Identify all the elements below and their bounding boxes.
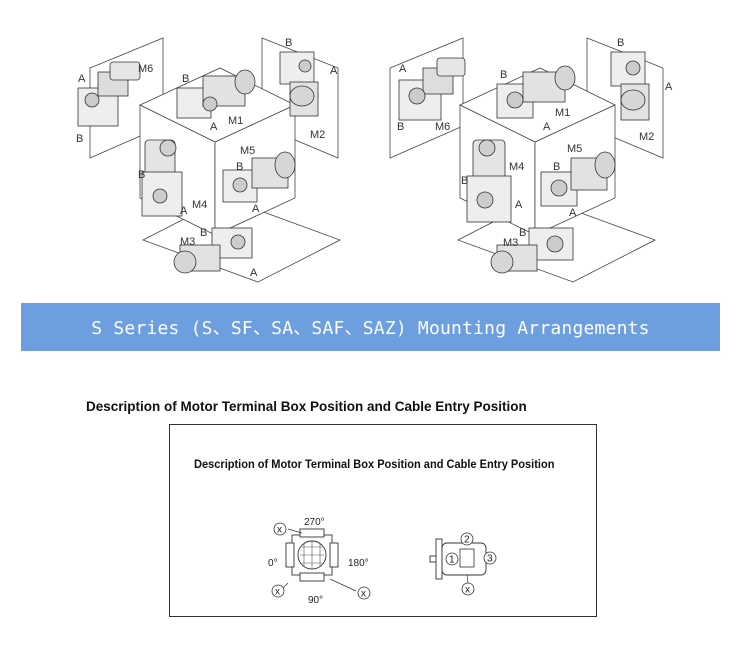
label-m3: M3 — [503, 237, 518, 249]
terminal-box-svg: x x x 270° 0° 180° 90° 1 2 — [268, 517, 497, 606]
label-a: A — [250, 267, 258, 279]
gearmotor-m2 — [610, 51, 650, 121]
label-a: A — [252, 203, 260, 215]
angle-label-90: 90° — [308, 595, 323, 606]
angle-label-270: 270° — [304, 517, 325, 528]
label-m5: M5 — [240, 145, 255, 157]
label-m5: M5 — [567, 143, 582, 155]
angle-label-0: 0° — [268, 558, 278, 569]
label-b: B — [138, 169, 145, 181]
entry-position-1: 1 — [445, 552, 459, 566]
label-b: B — [200, 227, 207, 239]
svg-text:3: 3 — [487, 554, 493, 565]
entry-position-2: 2 — [460, 532, 474, 546]
mounting-diagram-left: M6 A B B M1 A B A M2 M5 B A B M4 A B M3 … — [40, 0, 370, 295]
gearmotor-m5 — [540, 151, 616, 207]
section-title: Description of Motor Terminal Box Positi… — [86, 399, 527, 414]
mounting-diagram-right-svg: A B M6 B M1 A B A M2 M5 B A M4 B A B M3 — [389, 37, 673, 283]
svg-text:x: x — [465, 585, 470, 596]
gearmotor-m6 — [398, 57, 466, 121]
svg-text:1: 1 — [449, 555, 455, 566]
gearmotor-m1 — [176, 69, 256, 119]
label-m1: M1 — [555, 107, 570, 119]
label-m4: M4 — [192, 199, 207, 211]
svg-text:2: 2 — [464, 535, 470, 546]
terminal-orientation-diagram — [281, 528, 357, 592]
mounting-diagram-left-svg: M6 A B B M1 A B A M2 M5 B A B M4 A B M3 … — [76, 37, 341, 283]
terminal-box-figure: Description of Motor Terminal Box Positi… — [169, 424, 597, 617]
label-m2: M2 — [310, 129, 325, 141]
gearmotor-m3 — [173, 227, 253, 274]
label-a: A — [330, 65, 338, 77]
cable-entry-marker: x — [461, 582, 475, 596]
label-b: B — [553, 161, 560, 173]
label-a: A — [78, 73, 86, 85]
label-a: A — [569, 207, 577, 219]
cable-entry-marker: x — [271, 584, 285, 598]
label-b: B — [461, 175, 468, 187]
svg-text:x: x — [361, 589, 366, 600]
label-a: A — [210, 121, 218, 133]
label-m2: M2 — [639, 131, 654, 143]
angle-label-180: 180° — [348, 558, 369, 569]
label-b: B — [397, 121, 404, 133]
gearmotor-m5 — [222, 151, 296, 203]
gearmotor-m4 — [141, 139, 183, 217]
label-b: B — [182, 73, 189, 85]
label-b: B — [519, 227, 526, 239]
gearmotor-m4 — [466, 139, 512, 223]
gearmotor-m6 — [77, 61, 141, 127]
label-a: A — [665, 81, 673, 93]
terminal-box-title: Description of Motor Terminal Box Positi… — [194, 457, 555, 471]
banner-text: S Series (S、SF、SA、SAF、SAZ) Mounting Arra… — [91, 318, 650, 339]
gearmotor-m1 — [496, 65, 576, 119]
entry-position-3: 3 — [483, 551, 497, 565]
svg-text:x: x — [275, 587, 280, 598]
gearmotor-m3 — [490, 227, 574, 274]
label-m6: M6 — [435, 121, 450, 133]
label-b: B — [76, 133, 83, 145]
label-m1: M1 — [228, 115, 243, 127]
label-m4: M4 — [509, 161, 524, 173]
label-b: B — [285, 37, 292, 49]
label-a: A — [180, 205, 188, 217]
mounting-diagram-right: A B M6 B M1 A B A M2 M5 B A M4 B A B M3 — [385, 0, 715, 295]
label-b: B — [500, 69, 507, 81]
label-m3: M3 — [180, 236, 195, 248]
label-m6: M6 — [138, 63, 153, 75]
label-a: A — [543, 121, 551, 133]
cable-entry-marker: x — [357, 586, 371, 600]
series-banner: S Series (S、SF、SA、SAF、SAZ) Mounting Arra… — [21, 303, 720, 351]
label-b: B — [236, 161, 243, 173]
label-b: B — [617, 37, 624, 49]
label-a: A — [515, 199, 523, 211]
label-a: A — [399, 63, 407, 75]
svg-text:x: x — [277, 525, 282, 536]
cable-entry-marker: x — [273, 522, 287, 536]
gearmotor-m2 — [279, 51, 319, 117]
